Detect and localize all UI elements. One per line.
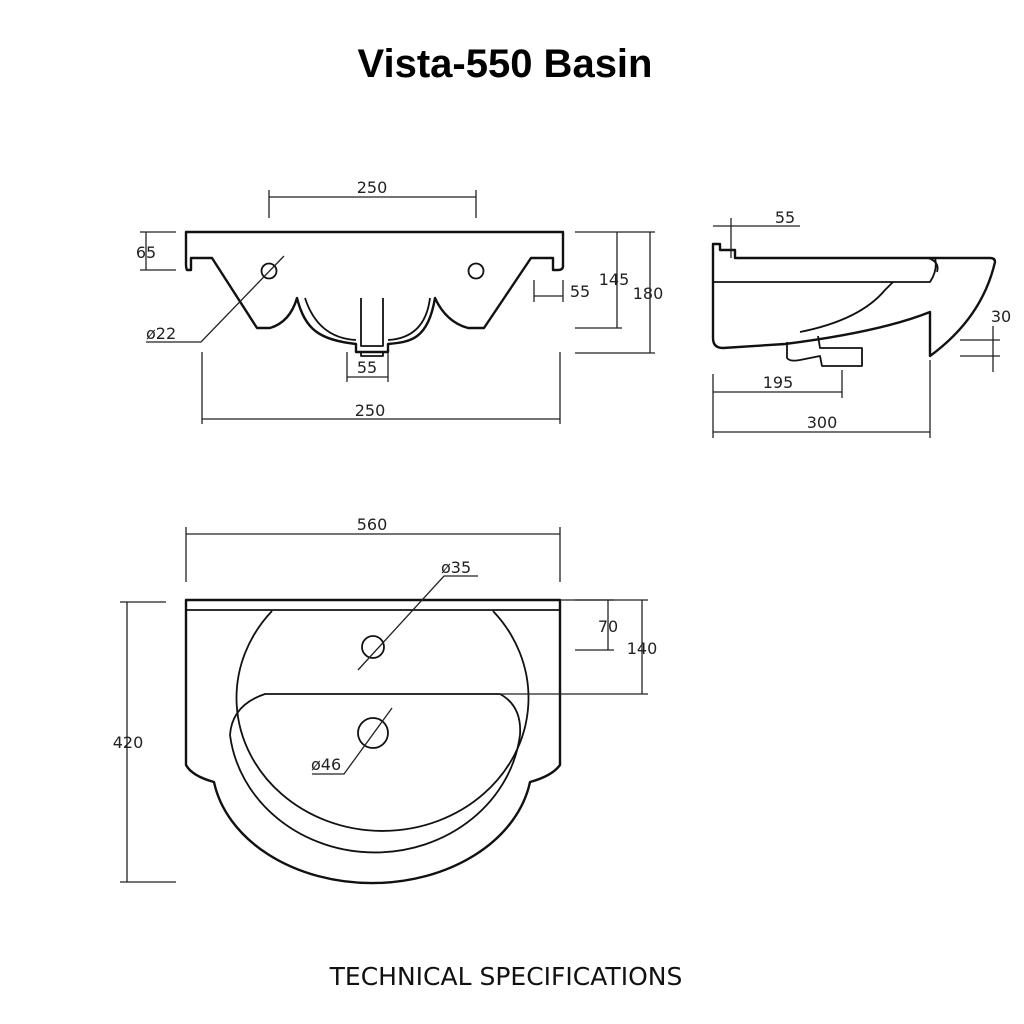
front-view-top-width-label: 250 [357,178,388,197]
plan-view-width-label: 560 [357,515,388,534]
side-view-waste [786,335,863,367]
side-view-rim-top-label: 55 [775,208,795,227]
front-view-bowl-contour [304,297,431,341]
plan-view-tap-hole-label: ø35 [441,558,471,577]
plan-view-waste-hole-label: ø46 [311,755,341,774]
footer-caption: TECHNICAL SPECIFICATIONS [329,962,683,991]
side-view: 55 30 195 300 [711,208,1011,438]
front-view-right-inset-label: 55 [570,282,590,301]
plan-view-tap-offset-label: 70 [598,617,618,636]
side-view-outline [711,242,997,358]
plan-view-tap-hole [361,635,385,659]
plan-view-basin-inner [229,693,522,854]
front-view-total-height-label: 180 [633,284,664,303]
side-view-bowl-curve [799,281,894,333]
front-view-waste-outlet [360,298,384,347]
front-view-bottom-width-label: 250 [355,401,386,420]
side-view-depth-total-label: 300 [807,413,838,432]
side-view-rim [713,257,937,283]
side-view-front-edge-label: 30 [991,307,1011,326]
side-view-depth-partial-label: 195 [763,373,794,392]
front-view-tap-hole-label: ø22 [146,324,176,343]
front-view-outline [184,230,565,354]
plan-view-deck-depth-label: 140 [627,639,658,658]
drawing-title: Vista-550 Basin [358,42,653,86]
plan-view-waste-hole [357,717,389,749]
plan-view-bowl [235,610,530,832]
front-view: 250 65 ø22 55 250 55 145 180 [136,178,663,424]
plan-view-depth-label: 420 [113,733,144,752]
front-view-tap-hole-right [467,262,485,280]
front-view-inner-height-label: 145 [599,270,630,289]
front-view-lip-height-label: 65 [136,243,156,262]
front-view-waste-width-label: 55 [357,358,377,377]
plan-view: 560 ø35 ø46 70 140 420 [113,515,658,885]
